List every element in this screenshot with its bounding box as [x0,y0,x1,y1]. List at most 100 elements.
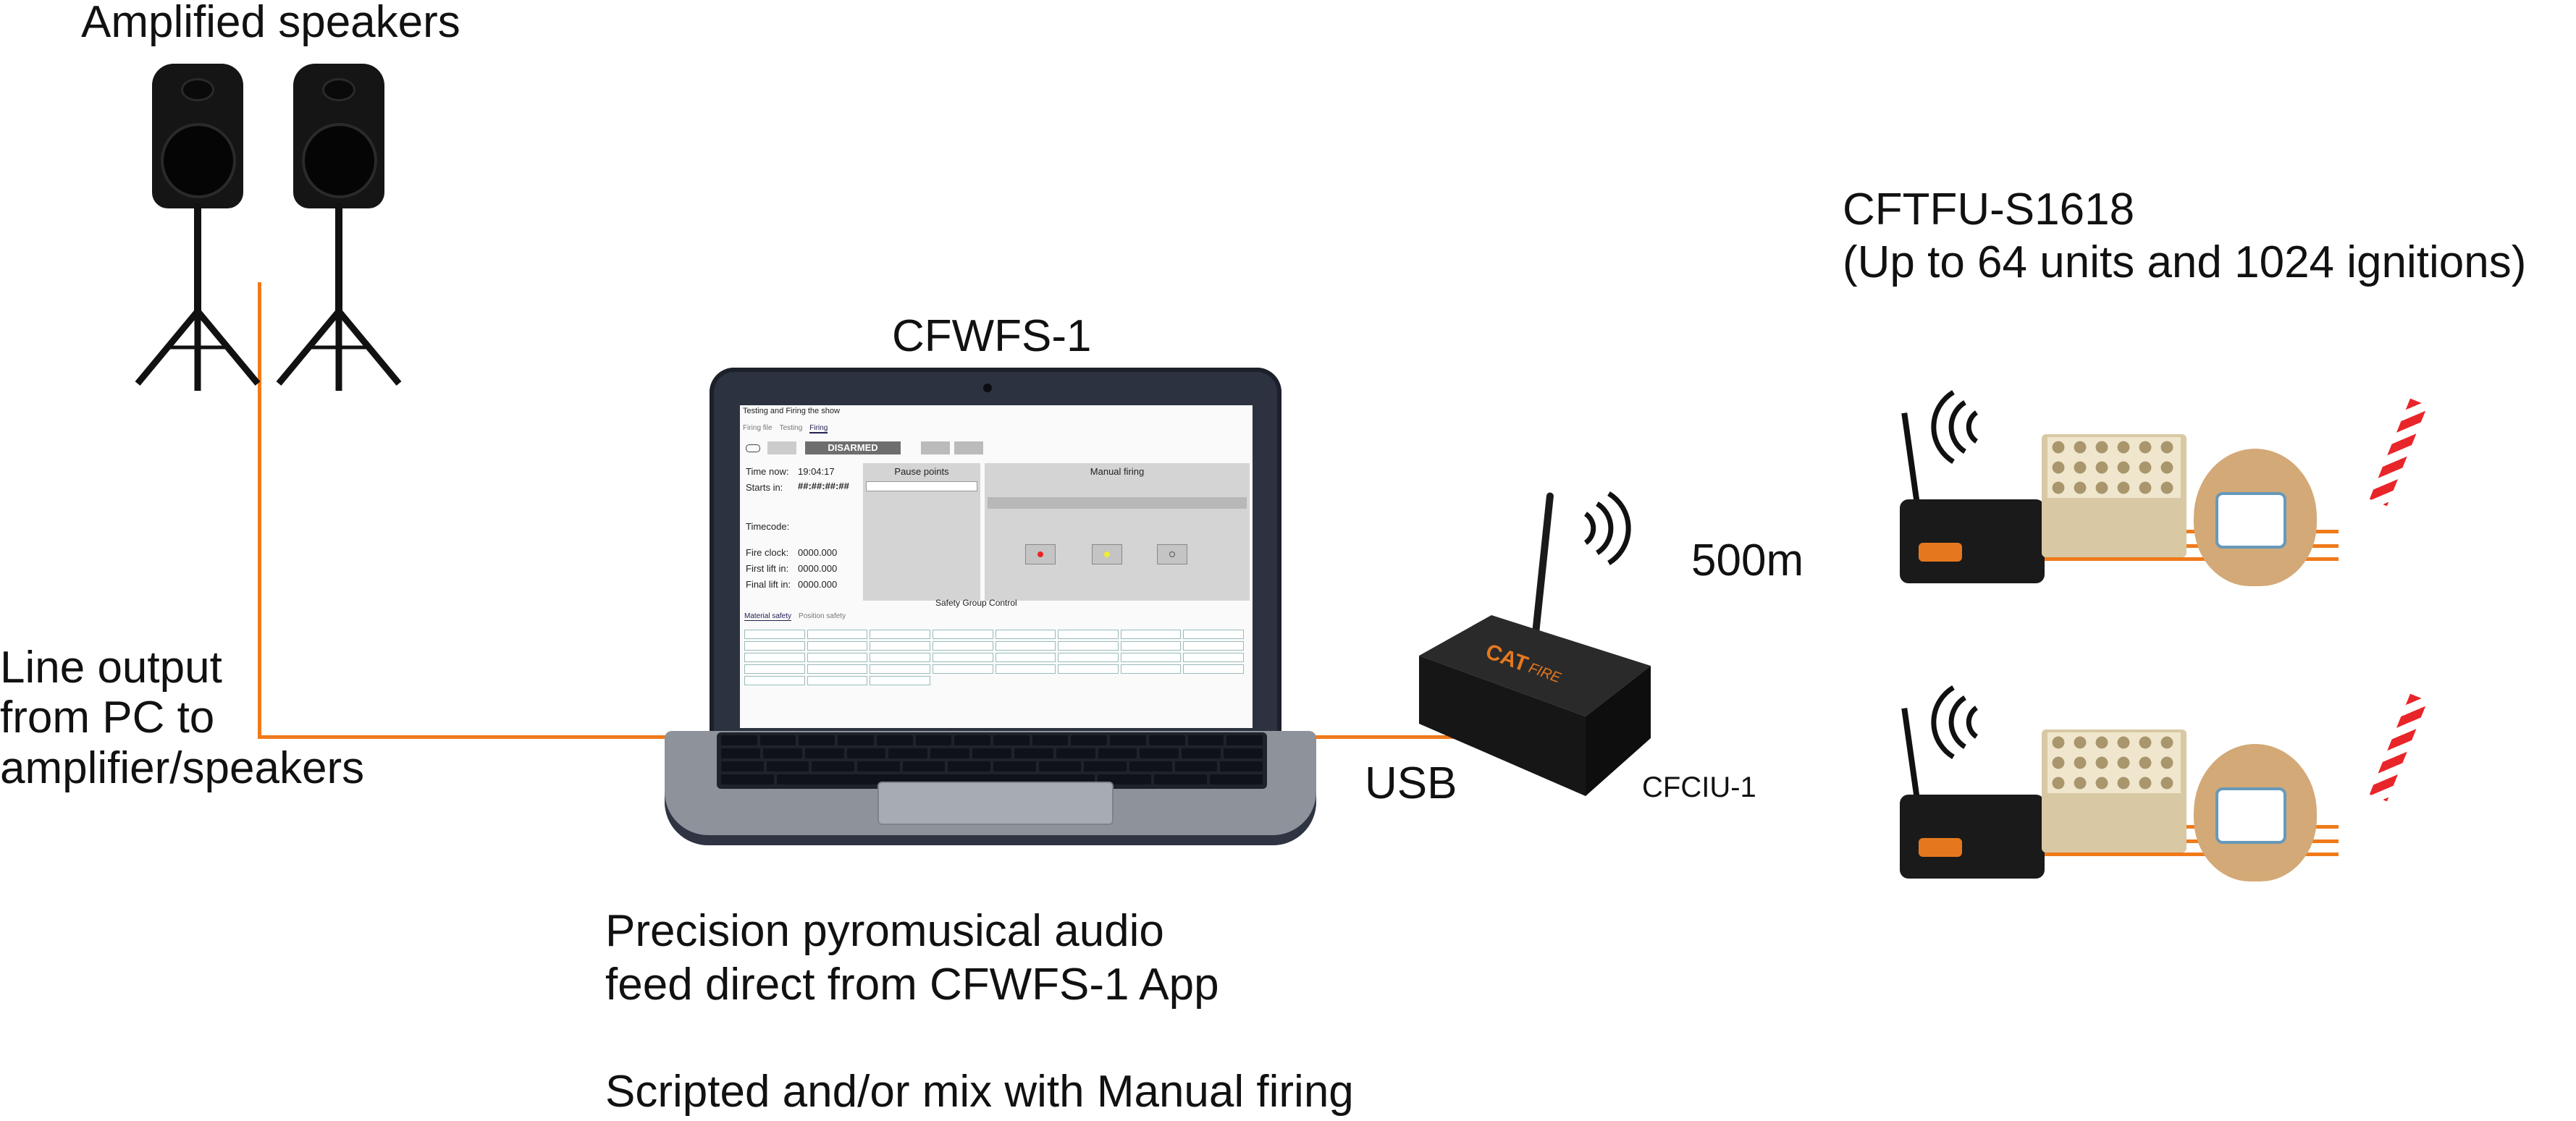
safety-cell[interactable] [870,664,930,674]
tab-position-safety[interactable]: Position safety [799,612,846,620]
shell-label [2215,492,2286,549]
fire-clock-label: Fire clock: [746,547,789,558]
manual-firing-cue-bar [988,497,1247,509]
safety-cell[interactable] [870,676,930,685]
safety-cell[interactable] [1120,653,1182,662]
firing-wire-top-1 [2042,530,2339,533]
speaker-right [264,58,409,398]
safety-cell[interactable] [1120,641,1182,651]
manual-firing-panel: Manual firing [985,463,1250,601]
laptop-touchpad [877,782,1114,825]
pause-points-panel: Pause points [863,463,980,601]
first-lift-value: 0000.000 [798,563,838,574]
speaker-tweeter [181,78,214,101]
safety-cell[interactable] [744,630,805,639]
safety-cell[interactable] [1120,664,1182,674]
module-led-panel [1919,543,1962,562]
safety-cell[interactable] [1058,641,1119,651]
rocket-firework [2369,693,2428,802]
safety-cell[interactable] [932,664,993,674]
safety-cell[interactable] [932,630,993,639]
caption-line-3: Scripted and/or mix with Manual firing [605,1067,1354,1117]
antenna-icon [1901,708,1922,809]
safety-cell[interactable] [932,653,993,662]
usb-label: USB [1365,758,1457,808]
safety-cell[interactable] [807,676,868,685]
mode-button[interactable] [767,441,796,454]
antenna-icon [1532,492,1554,637]
tab-firing-file[interactable]: Firing file [743,424,773,432]
firing-module [1900,795,2045,879]
safety-cell[interactable] [995,664,1056,674]
antenna-icon [1901,413,1922,514]
final-lift-value: 0000.000 [798,579,838,590]
safety-cell[interactable] [807,653,868,662]
safety-cell[interactable] [870,641,930,651]
safety-cell[interactable] [870,630,930,639]
range-label: 500m [1691,536,1804,585]
safety-group-title: Safety Group Control [935,598,1017,608]
interface-unit-side [1586,666,1651,796]
webcam-icon [983,384,992,392]
tab-testing[interactable]: Testing [779,424,803,432]
first-lift-label: First lift in: [746,563,789,574]
status-badge: DISARMED [805,441,901,454]
safety-cell[interactable] [807,664,868,674]
starts-in-label: Starts in: [746,482,783,493]
safety-cell[interactable] [1120,630,1182,639]
pause-points-input[interactable] [866,481,977,491]
firing-wire-bottom-2 [2042,839,2339,843]
firing-wire-bottom-3 [2042,853,2339,856]
toolbar-button[interactable] [954,441,983,454]
safety-cell[interactable] [744,653,805,662]
firing-wire-bottom-1 [2042,825,2339,829]
line-output-label: Line output from PC to amplifier/speaker… [0,643,364,793]
speaker-woofer [161,123,236,198]
test-button[interactable] [1157,544,1187,564]
time-now-label: Time now: [746,466,789,477]
safety-cell[interactable] [1183,653,1244,662]
line-output-line-3: amplifier/speakers [0,743,365,793]
fire-button[interactable] [1025,544,1056,564]
safety-cell[interactable] [744,664,805,674]
speaker-cable-vertical [258,282,261,738]
tab-firing[interactable]: Firing [809,424,828,433]
firing-unit-title: CFTFU-S1618 [1843,185,2135,234]
safety-cell[interactable] [1183,641,1244,651]
safety-cell[interactable] [1183,664,1244,674]
safety-cell[interactable] [870,653,930,662]
rocket-firework [2369,398,2428,507]
cake-tubes [2047,732,2181,793]
safety-cell[interactable] [1183,630,1244,639]
caption-line-1: Precision pyromusical audio [605,906,1164,956]
safety-cell[interactable] [744,641,805,651]
speaker-tripod [276,203,402,391]
speaker-woofer [302,123,377,198]
wireless-signal-icon [1931,685,1979,759]
starts-in-value: ##:##:##:## [798,481,849,491]
laptop-keyboard [717,732,1267,789]
safety-cell[interactable] [995,630,1056,639]
firing-module [1900,499,2045,583]
line-output-line-1: Line output [0,643,222,693]
usb-cable [1274,735,1491,739]
safety-cell[interactable] [1058,653,1119,662]
safety-cell[interactable] [932,641,993,651]
firing-unit-subtitle: (Up to 64 units and 1024 ignitions) [1843,237,2527,287]
safety-cell[interactable] [807,630,868,639]
app-window-title: Testing and Firing the show [743,407,840,415]
safety-cell[interactable] [1058,630,1119,639]
safety-cell[interactable] [995,641,1056,651]
safety-cell[interactable] [744,676,805,685]
arm-toggle[interactable] [746,444,760,452]
interface-unit-top [1419,615,1651,716]
toolbar-button[interactable] [921,441,950,454]
tab-material-safety[interactable]: Material safety [744,612,792,621]
shell-label [2215,787,2286,844]
final-lift-label: Final lift in: [746,579,791,590]
time-now-value: 19:04:17 [798,466,835,477]
light-button[interactable] [1092,544,1122,564]
safety-cell[interactable] [1058,664,1119,674]
safety-cell[interactable] [807,641,868,651]
safety-cell[interactable] [995,653,1056,662]
